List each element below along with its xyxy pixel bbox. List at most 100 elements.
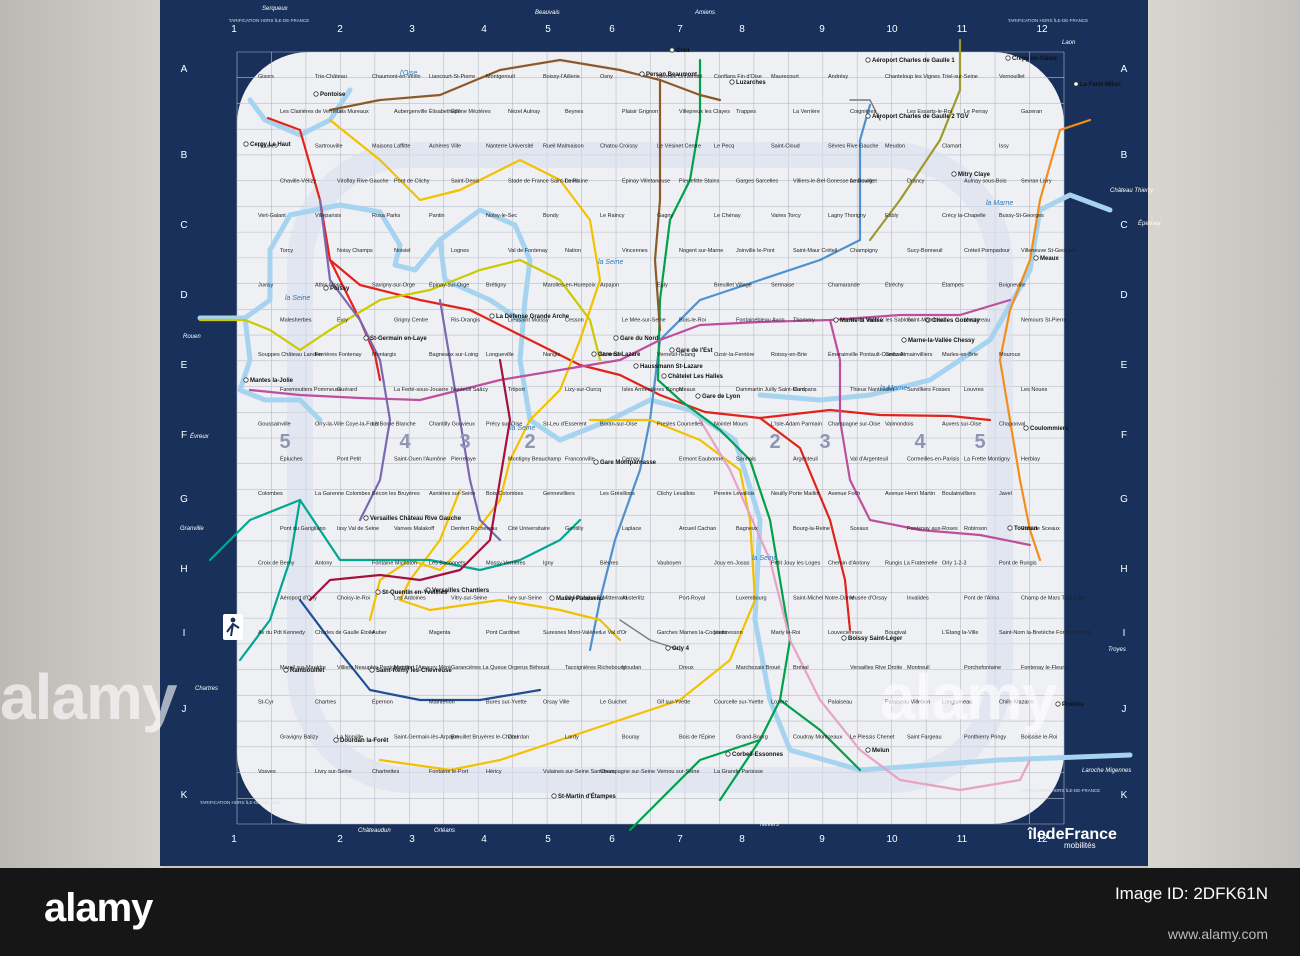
major-station-label: Aéroport Charles de Gaulle 2 TGV <box>872 114 969 120</box>
station-label: Drancy <box>907 178 925 184</box>
station-label: Torcy <box>280 248 293 254</box>
station-label: Stade de France Saint-Denis <box>508 178 579 184</box>
station-label: Héricy <box>486 769 502 775</box>
station-label: Invalides <box>907 595 929 601</box>
station-label: Cernay <box>622 456 640 462</box>
major-station-label: Cergy Le Haut <box>250 142 291 148</box>
station-dot <box>639 71 645 77</box>
station-dot <box>283 667 289 673</box>
major-station-label: Gare St-Lazare <box>598 352 641 358</box>
station-label: La Garenne Colombes <box>315 491 371 497</box>
tarification-note: TARIFICATION HORS ÎLE-DE-FRANCE <box>1008 17 1089 23</box>
grid-row-label: I <box>1123 628 1126 639</box>
station-label: Précy sur-Oise <box>486 422 522 428</box>
major-station-label: Provins <box>1062 702 1085 708</box>
station-label: Thomery <box>793 317 815 323</box>
edge-destination: Épernay <box>1138 220 1161 227</box>
station-label: Ferrières Fontenay <box>315 352 362 358</box>
station-label: Joinville le-Pont <box>736 248 775 254</box>
zone-number: 2 <box>524 431 535 453</box>
station-label: Nangis <box>543 352 560 358</box>
station-label: Le Pecq <box>714 144 734 150</box>
station-label: Noisiel <box>394 248 411 254</box>
station-dot <box>333 737 339 743</box>
station-label: Luxembourg <box>736 595 767 601</box>
line-k <box>868 38 962 242</box>
station-label: Sannois <box>736 456 756 462</box>
station-label: Bagneaux sur-Loing <box>429 352 478 358</box>
wall-left-shade <box>0 0 162 868</box>
station-label: Noisy-le-Sec <box>486 213 517 219</box>
watermark-left: alamy <box>0 661 177 733</box>
major-station-label: St-Quentin en-Yvelines <box>382 590 448 596</box>
station-label: Nointel Mours <box>714 422 748 428</box>
station-dot <box>1073 81 1079 87</box>
major-station-label: Gare de l'Est <box>676 348 712 354</box>
grid-row-label: A <box>181 64 188 75</box>
station-label: Clamart <box>942 144 962 150</box>
station-label: Saint-Michel Notre-Dame <box>793 595 855 601</box>
grid-column-label: 1 <box>231 24 237 35</box>
station-label: Gravigny Balizy <box>280 734 318 740</box>
major-station-label: Poissy <box>330 286 350 292</box>
station-label: Trappes <box>736 109 756 115</box>
operator-name: îledeFrance <box>1028 826 1117 843</box>
station-label: Sevran Livry <box>1021 178 1052 184</box>
station-dot <box>695 393 701 399</box>
station-label: Guérard <box>337 387 357 393</box>
station-label: Chamarande <box>828 283 860 289</box>
line-c-south <box>378 418 757 772</box>
station-dot <box>865 113 871 119</box>
station-label: Lognes <box>451 248 469 254</box>
station-label: Chilly Mazarin <box>999 700 1034 706</box>
station-label: Cesson <box>565 317 584 323</box>
grid-column-label: 5 <box>545 834 551 845</box>
station-label: Épinay-sur-Orge <box>429 282 469 289</box>
station-label: Coignières <box>850 109 877 115</box>
stock-image-id: Image ID: 2DFK61N <box>1114 884 1268 903</box>
station-label: Versailles Rive Droite <box>850 665 902 671</box>
river-label: l'Oise <box>400 70 417 77</box>
grid-column-label: 2 <box>337 834 343 845</box>
station-label: Bourg-la-Reine <box>793 526 830 532</box>
line-e <box>248 298 1012 402</box>
grid-column-label: 2 <box>337 24 343 35</box>
station-label: Les Baconnets <box>429 561 466 567</box>
station-label: Nanterre Université <box>486 144 533 150</box>
station-label: Beynes <box>565 109 584 115</box>
station-label: Vert-Galant <box>258 213 286 219</box>
tarification-note: TARIFICATION HORS ÎLE-DE-FRANCE <box>229 17 310 23</box>
station-dot <box>665 645 671 651</box>
grid-row-label: H <box>1120 564 1127 575</box>
edge-destination: Évreux <box>190 433 210 440</box>
station-label: Vincennes <box>622 248 648 254</box>
station-label: Les Clairières de Verneuil <box>280 109 343 115</box>
major-station-label: Corbeil-Essonnes <box>732 752 784 758</box>
station-label: Louveciennes <box>828 630 862 636</box>
station-dot <box>549 595 555 601</box>
station-label: Neuilly Porte Maillot <box>771 491 820 497</box>
major-station-label: Mantes la-Jolie <box>250 378 294 384</box>
station-label: Ris-Orangis <box>451 317 480 323</box>
line-j <box>198 258 602 362</box>
station-dot <box>951 171 957 177</box>
station-label: Le Bourget <box>850 178 877 184</box>
station-label: Breuillet Bruyères le-Châtel <box>451 734 518 740</box>
station-label: Champagne sur-Seine <box>600 769 655 775</box>
station-label: Louvres <box>964 387 984 393</box>
grid-row-label: C <box>180 220 187 231</box>
station-dot <box>363 335 369 341</box>
major-station-label: Aéroport Charles de Gaulle 1 <box>872 58 955 64</box>
station-label: Le Perray <box>964 109 988 115</box>
station-label: Argenteuil <box>793 456 818 462</box>
major-station-label: Creil <box>676 48 690 54</box>
zone-number: 5 <box>974 431 985 453</box>
station-label: Maisons Laffitte <box>372 144 410 150</box>
major-station-label: Crépy en-Valois <box>1012 56 1058 62</box>
line-a-branch <box>758 416 852 632</box>
grid-row-label: I <box>183 628 186 639</box>
station-dot <box>313 91 319 97</box>
edge-destination: Orléans <box>434 828 455 834</box>
tarification-notes: TARIFICATION HORS ÎLE-DE-FRANCE TARIFICAT… <box>200 17 1101 805</box>
